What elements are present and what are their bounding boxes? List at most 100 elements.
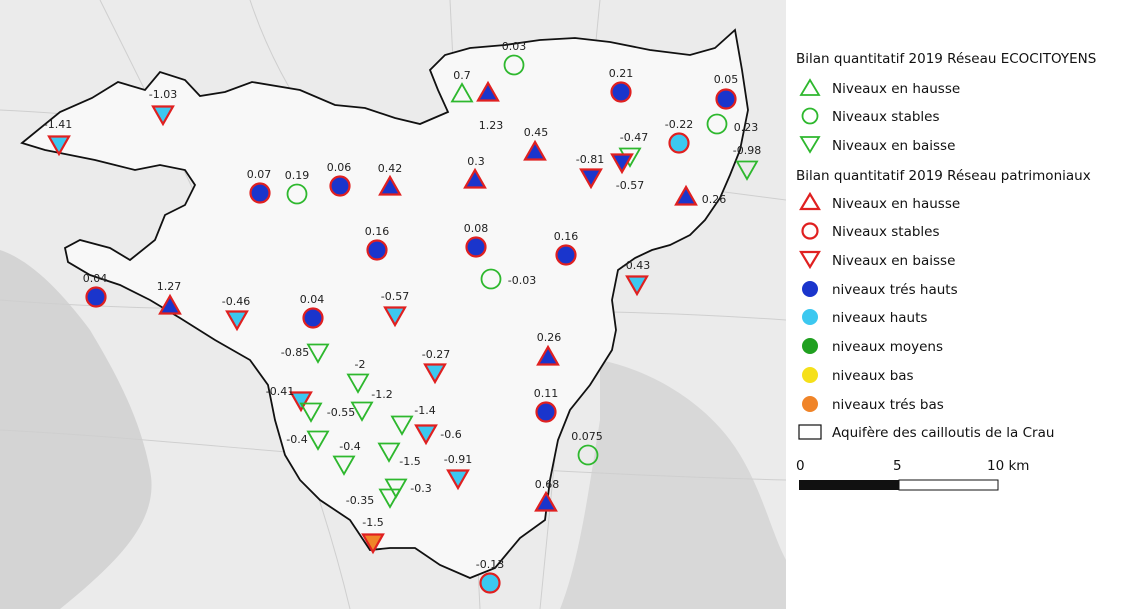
legend-level-very-low-label: niveaux trés bas [832, 397, 944, 413]
legend-pat-up-label: Niveaux en hausse [832, 196, 960, 212]
lagoon-area [560, 360, 786, 609]
legend-level-very-high-label: niveaux trés hauts [832, 282, 958, 298]
legend-level-high-icon [802, 309, 818, 325]
station-marker-eco-stable [480, 268, 502, 290]
station-value-label: -0.57 [381, 290, 409, 303]
legend-eco-up-icon [799, 78, 821, 96]
station-marker-eco-stable [503, 54, 525, 76]
station-marker-pat-stable [715, 88, 737, 110]
station-marker-eco-stable [286, 183, 308, 205]
station-marker-eco-stable [577, 444, 599, 466]
legend-pat-title: Bilan quantitatif 2019 Réseau patrimonia… [796, 168, 1091, 184]
station-value-label: -0.41 [266, 385, 294, 398]
station-marker-pat-stable [479, 572, 501, 594]
aquifer-boundary [20, 28, 749, 579]
legend-eco-stable-icon [801, 107, 819, 125]
station-marker-pat-stable [555, 244, 577, 266]
legend-eco-stable-label: Niveaux stables [832, 109, 940, 125]
station-marker-pat-up [378, 174, 402, 196]
legend-level-very-low-icon [802, 396, 818, 412]
station-value-label: -0.57 [616, 179, 644, 192]
station-value-label: 0.23 [734, 121, 759, 134]
station-marker-pat-stable [329, 175, 351, 197]
station-value-label: -1.03 [149, 88, 177, 101]
station-marker-pat-stable [249, 182, 271, 204]
station-marker-eco-down [350, 401, 374, 422]
station-value-label: -0.13 [476, 558, 504, 571]
station-marker-pat-stable [535, 401, 557, 423]
station-value-label: -0.85 [281, 346, 309, 359]
legend-level-very-high-icon [802, 281, 818, 297]
scale-tick-10: 10 km [987, 458, 1029, 474]
station-marker-eco-down [306, 430, 330, 451]
station-value-label: 0.26 [537, 331, 562, 344]
station-value-label: -0.47 [620, 131, 648, 144]
station-marker-pat-stable [465, 236, 487, 258]
station-value-label: -0.43 [622, 259, 650, 272]
station-value-label: -0.55 [327, 406, 355, 419]
legend-level-low-icon [802, 367, 818, 383]
station-marker-eco-down [377, 442, 401, 463]
station-value-label: -0.6 [440, 428, 461, 441]
legend-level-high-label: niveaux hauts [832, 310, 927, 326]
legend-pat-down-label: Niveaux en baisse [832, 253, 955, 269]
station-marker-pat-down [414, 424, 438, 446]
station-value-label: -1.5 [399, 455, 420, 468]
station-value-label: 0.05 [714, 73, 739, 86]
station-value-label: 0.19 [285, 169, 310, 182]
station-marker-pat-up [674, 184, 698, 206]
station-marker-eco-down [306, 343, 330, 364]
legend-pat-stable-label: Niveaux stables [832, 224, 940, 240]
station-value-label: 0.16 [554, 230, 579, 243]
scale-tick-5: 5 [893, 458, 902, 474]
station-value-label: -0.35 [346, 494, 374, 507]
legend-pat-down-icon [799, 250, 821, 270]
station-marker-eco-stable [706, 113, 728, 135]
station-marker-pat-down [225, 310, 249, 332]
station-marker-pat-up [534, 490, 558, 512]
station-marker-pat-up [536, 344, 560, 366]
station-marker-pat-up [158, 293, 182, 315]
station-marker-eco-down [384, 478, 408, 499]
station-value-label: -0.46 [222, 295, 250, 308]
station-value-label: -2 [355, 358, 366, 371]
legend-level-medium-icon [802, 338, 818, 354]
legend-level-low-label: niveaux bas [832, 368, 914, 384]
station-marker-eco-up [450, 82, 474, 103]
station-marker-pat-stable [668, 132, 690, 154]
scale-bar-white [898, 479, 999, 491]
station-value-label: 0.21 [609, 67, 634, 80]
river-area [0, 250, 152, 609]
station-marker-pat-down [423, 363, 447, 385]
station-marker-pat-stable [610, 81, 632, 103]
station-value-label: 0.26 [702, 193, 727, 206]
legend-pat-up-icon [799, 191, 821, 211]
station-value-label: -0.3 [410, 482, 431, 495]
station-marker-pat-down [610, 153, 634, 175]
station-value-label: 1.27 [157, 280, 182, 293]
station-marker-eco-down [332, 455, 356, 476]
legend-eco-title: Bilan quantitatif 2019 Réseau ECOCITOYEN… [796, 51, 1096, 67]
station-value-label: -0.81 [576, 153, 604, 166]
station-value-label: -1.2 [371, 388, 392, 401]
station-value-label: -0.98 [733, 144, 761, 157]
station-value-label: -0.27 [422, 348, 450, 361]
station-marker-pat-down [625, 275, 649, 297]
station-value-label: 1.23 [479, 119, 504, 132]
station-value-label: -0.4 [339, 440, 360, 453]
legend-aquifer-label: Aquifère des cailloutis de la Crau [832, 425, 1054, 441]
station-marker-pat-up [476, 80, 500, 102]
station-value-label: 0.7 [453, 69, 471, 82]
legend-eco-down-label: Niveaux en baisse [832, 138, 955, 154]
station-value-label: -1.41 [44, 118, 72, 131]
station-marker-pat-stable [302, 307, 324, 329]
station-value-label: -1.4 [414, 404, 435, 417]
station-value-label: 0.68 [535, 478, 560, 491]
station-marker-pat-down [383, 306, 407, 328]
station-value-label: 0.11 [534, 387, 559, 400]
station-marker-pat-down [579, 168, 603, 190]
station-value-label: 0.075 [571, 430, 603, 443]
station-value-label: -0.22 [665, 118, 693, 131]
station-marker-pat-down [47, 135, 71, 157]
